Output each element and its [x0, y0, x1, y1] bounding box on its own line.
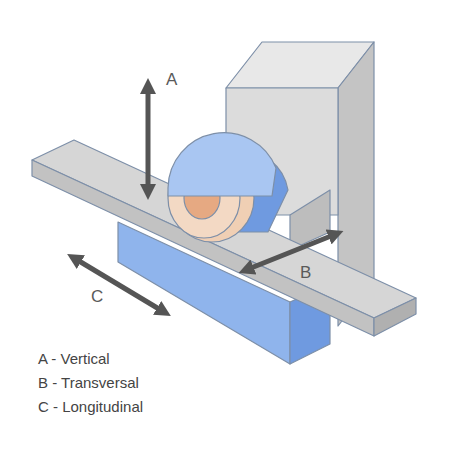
longitudinal-arrow	[74, 258, 164, 312]
legend-entry: C - Longitudinal	[38, 398, 143, 416]
legend-entry: A - Vertical	[38, 350, 110, 368]
arrow-letter: C	[91, 287, 103, 307]
legend-entry: B - Transversal	[38, 374, 139, 392]
vertical-arrow	[146, 86, 151, 192]
grinding-wheel	[168, 133, 288, 242]
transversal-arrow	[246, 234, 336, 270]
motion-arrows	[74, 86, 336, 312]
arrow-letter: B	[300, 263, 311, 283]
arrow-letter: A	[166, 70, 177, 90]
